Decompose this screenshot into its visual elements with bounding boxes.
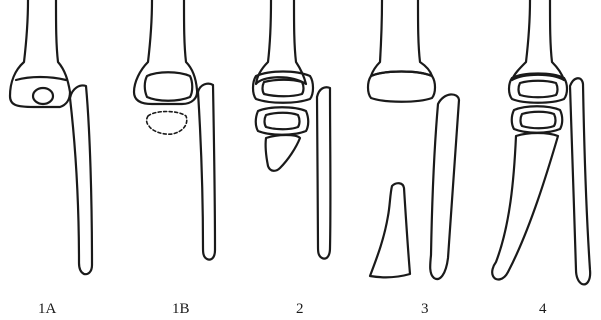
femur-shaft (371, 0, 432, 76)
fibula (198, 84, 215, 260)
panel-4: 4 (492, 0, 590, 317)
epiphysis (368, 72, 435, 102)
epiphysis (145, 72, 193, 101)
panel-label-1B: 1B (172, 301, 190, 317)
panel-label-3: 3 (421, 301, 429, 317)
panel-1A: 1A (10, 0, 92, 317)
fibula (70, 86, 92, 275)
tibia-inner (265, 113, 300, 130)
distal-tibia-remnant (370, 183, 410, 277)
ossification-center (33, 88, 53, 104)
femur-shaft (134, 0, 197, 104)
tibia-inner (521, 112, 556, 129)
femur-shaft (512, 0, 564, 80)
femur-shaft (10, 0, 70, 107)
fibula (430, 94, 459, 279)
ossification-center-inner (263, 80, 304, 97)
panel-label-2: 2 (296, 301, 304, 317)
rudimentary-tibia (266, 135, 300, 171)
ossification-center-inner (519, 81, 558, 98)
short-tibia (492, 133, 558, 279)
growth-plate-line (16, 77, 66, 80)
absent-epiphysis-outline (147, 112, 187, 135)
fibula (317, 87, 330, 258)
panel-3: 3 (368, 0, 459, 317)
panel-2: 2 (253, 0, 330, 317)
panel-label-4: 4 (539, 301, 547, 317)
fibula (570, 78, 590, 284)
panel-label-1A: 1A (38, 301, 57, 317)
panel-1B: 1B (134, 0, 215, 317)
